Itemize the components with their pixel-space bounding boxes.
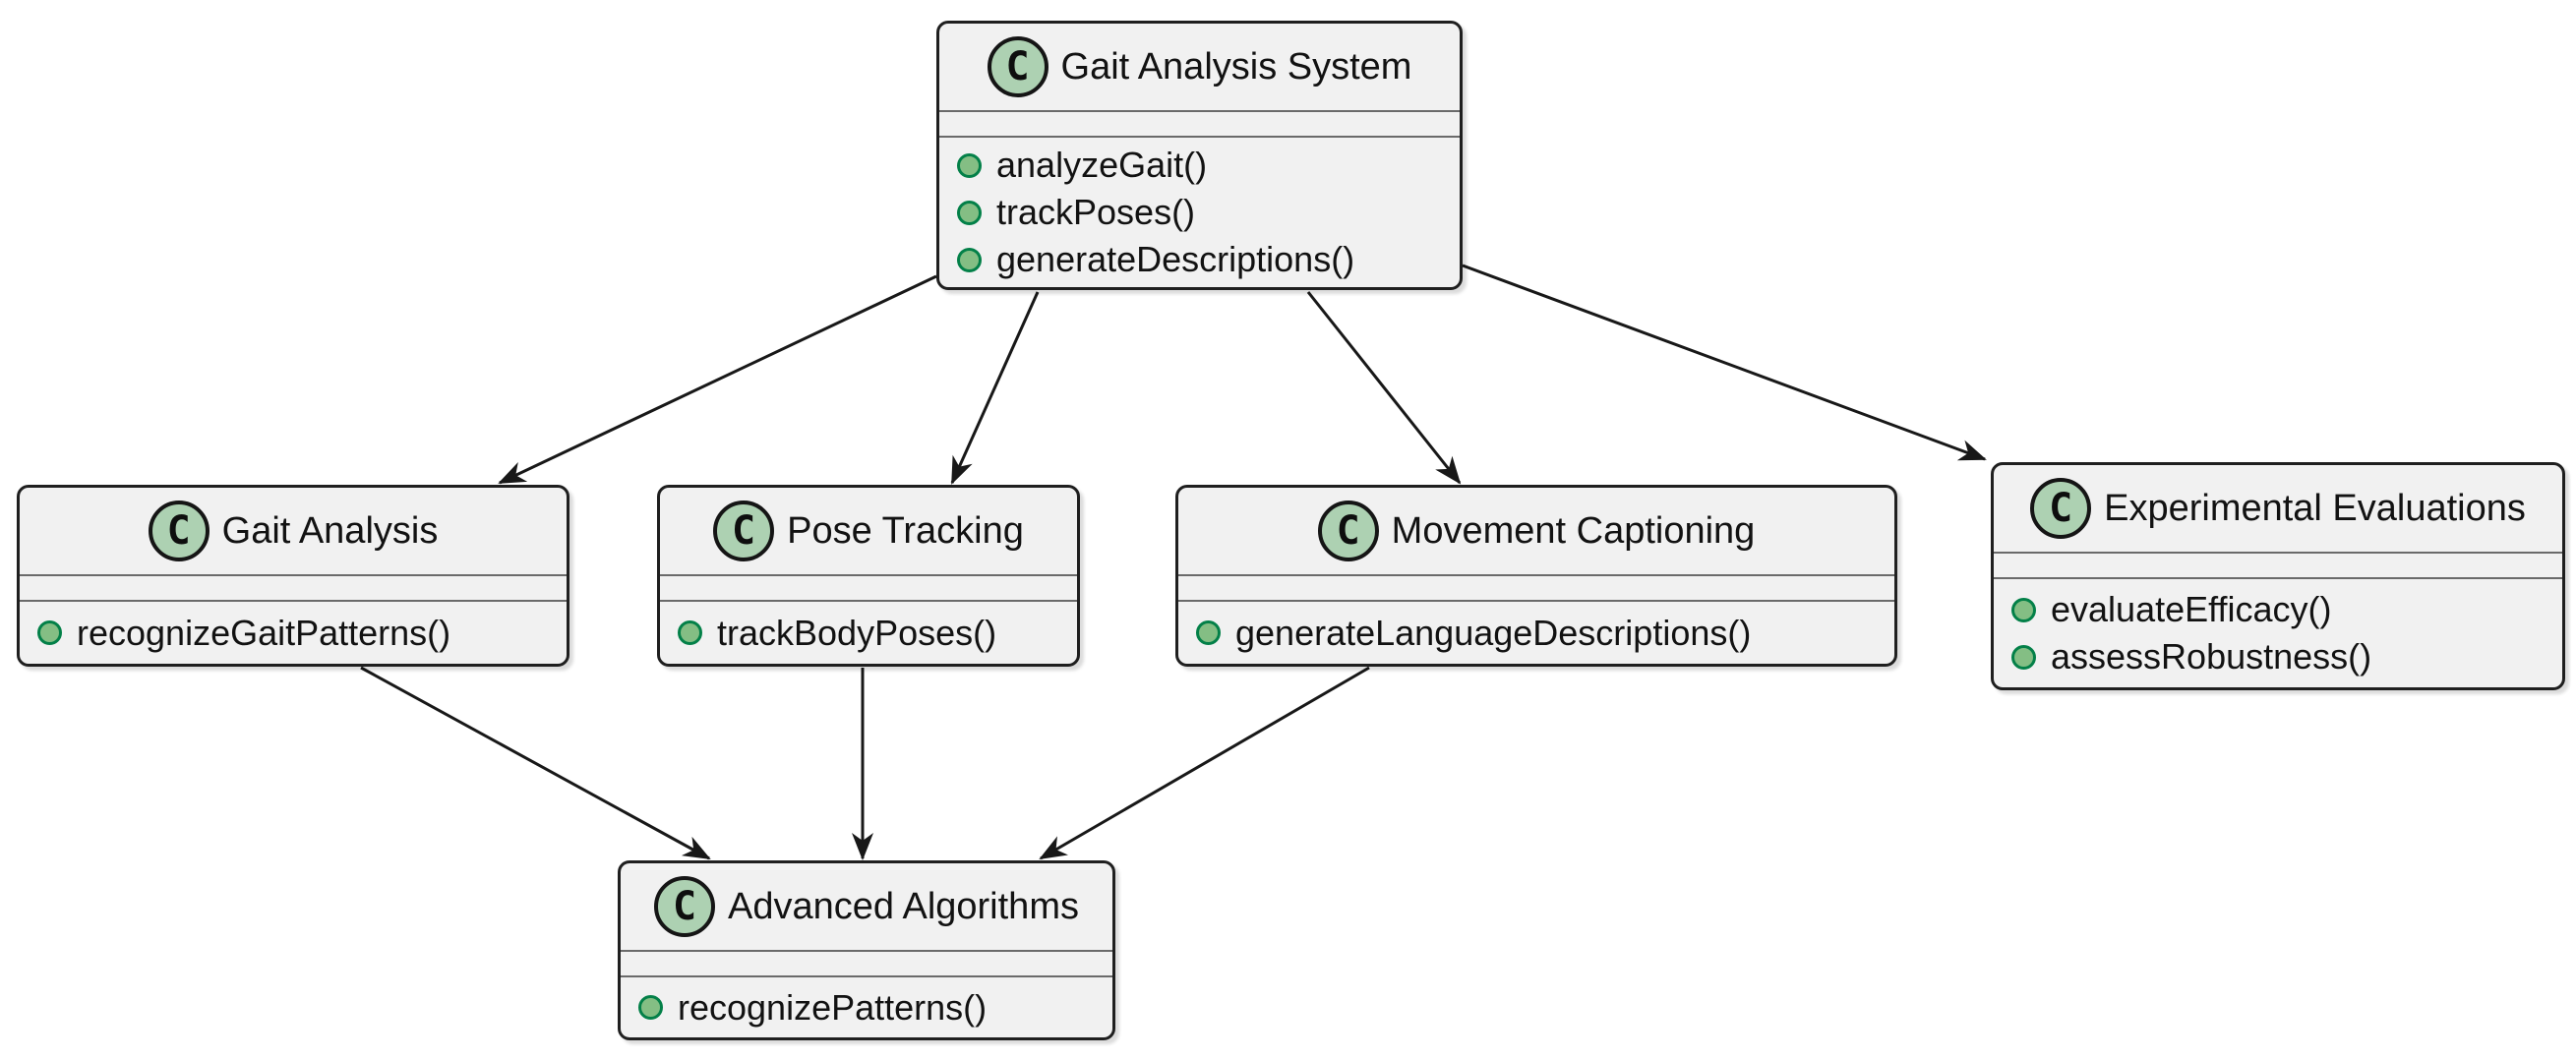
class-stereotype-icon: C: [987, 36, 1048, 97]
method-item: evaluateEfficacy(): [2011, 586, 2562, 633]
public-visibility-icon: [957, 200, 982, 225]
method-name: evaluateEfficacy(): [2051, 589, 2332, 629]
methods-compartment: evaluateEfficacy() assessRobustness(): [1994, 579, 2562, 687]
class-name: Advanced Algorithms: [728, 885, 1079, 927]
method-item: generateDescriptions(): [957, 236, 1460, 283]
class-advanced-algorithms: C Advanced Algorithms recognizePatterns(…: [618, 860, 1115, 1040]
edge-system-to-pose-tracking: [950, 291, 1040, 485]
class-title: C Gait Analysis: [20, 488, 567, 574]
method-item: recognizePatterns(): [638, 984, 1112, 1031]
method-name: generateLanguageDescriptions(): [1235, 612, 1752, 653]
methods-compartment: recognizeGaitPatterns(): [20, 602, 567, 664]
fields-compartment: [1178, 574, 1894, 602]
class-name: Pose Tracking: [787, 509, 1024, 552]
methods-compartment: trackBodyPoses(): [660, 602, 1077, 664]
class-name: Gait Analysis System: [1060, 45, 1412, 88]
public-visibility-icon: [1196, 620, 1221, 645]
methods-compartment: analyzeGait() trackPoses() generateDescr…: [939, 138, 1460, 287]
public-visibility-icon: [957, 152, 982, 178]
class-name: Movement Captioning: [1391, 509, 1756, 552]
edge-gait-analysis-to-advanced-algorithms: [360, 666, 711, 860]
fields-compartment: [939, 110, 1460, 138]
fields-compartment: [621, 950, 1112, 977]
fields-compartment: [1994, 552, 2562, 579]
method-item: trackBodyPoses(): [678, 610, 1077, 657]
class-stereotype-icon: C: [148, 501, 210, 561]
class-name: Experimental Evaluations: [2104, 487, 2526, 529]
fields-compartment: [660, 574, 1077, 602]
edge-system-to-gait-analysis: [498, 274, 937, 485]
method-item: assessRobustness(): [2011, 633, 2562, 680]
method-item: analyzeGait(): [957, 142, 1460, 189]
class-title: C Movement Captioning: [1178, 488, 1894, 574]
public-visibility-icon: [957, 247, 982, 272]
class-name: Gait Analysis: [221, 509, 439, 552]
method-name: generateDescriptions(): [996, 239, 1355, 279]
public-visibility-icon: [37, 620, 62, 645]
class-title: C Experimental Evaluations: [1994, 465, 2562, 552]
class-stereotype-icon: C: [713, 501, 775, 561]
edge-movement-captioning-to-advanced-algorithms: [1039, 666, 1370, 860]
class-stereotype-icon: C: [2030, 478, 2092, 539]
class-stereotype-icon: C: [1317, 501, 1379, 561]
class-title: C Advanced Algorithms: [621, 863, 1112, 950]
public-visibility-icon: [2011, 644, 2036, 670]
edge-system-to-movement-captioning: [1306, 291, 1462, 485]
method-item: trackPoses(): [957, 189, 1460, 236]
method-item: recognizeGaitPatterns(): [37, 610, 567, 657]
public-visibility-icon: [678, 620, 702, 645]
class-movement-captioning: C Movement Captioning generateLanguageDe…: [1175, 485, 1897, 667]
class-title: C Pose Tracking: [660, 488, 1077, 574]
method-name: recognizePatterns(): [678, 986, 988, 1028]
fields-compartment: [20, 574, 567, 602]
class-pose-tracking: C Pose Tracking trackBodyPoses(): [657, 485, 1080, 667]
method-name: assessRobustness(): [2051, 636, 2372, 677]
methods-compartment: generateLanguageDescriptions(): [1178, 602, 1894, 664]
public-visibility-icon: [2011, 597, 2036, 622]
public-visibility-icon: [638, 995, 663, 1020]
methods-compartment: recognizePatterns(): [621, 977, 1112, 1037]
class-gait-analysis: C Gait Analysis recognizeGaitPatterns(): [17, 485, 569, 667]
class-title: C Gait Analysis System: [939, 24, 1460, 110]
edge-system-to-experimental-evaluations: [1462, 264, 1987, 461]
method-name: analyzeGait(): [996, 145, 1208, 185]
method-name: trackPoses(): [996, 192, 1196, 232]
method-name: trackBodyPoses(): [717, 612, 997, 653]
class-stereotype-icon: C: [654, 876, 715, 937]
method-item: generateLanguageDescriptions(): [1196, 610, 1894, 657]
method-name: recognizeGaitPatterns(): [77, 612, 451, 653]
class-gait-analysis-system: C Gait Analysis System analyzeGait() tra…: [936, 21, 1463, 290]
class-experimental-evaluations: C Experimental Evaluations evaluateEffic…: [1991, 462, 2565, 690]
